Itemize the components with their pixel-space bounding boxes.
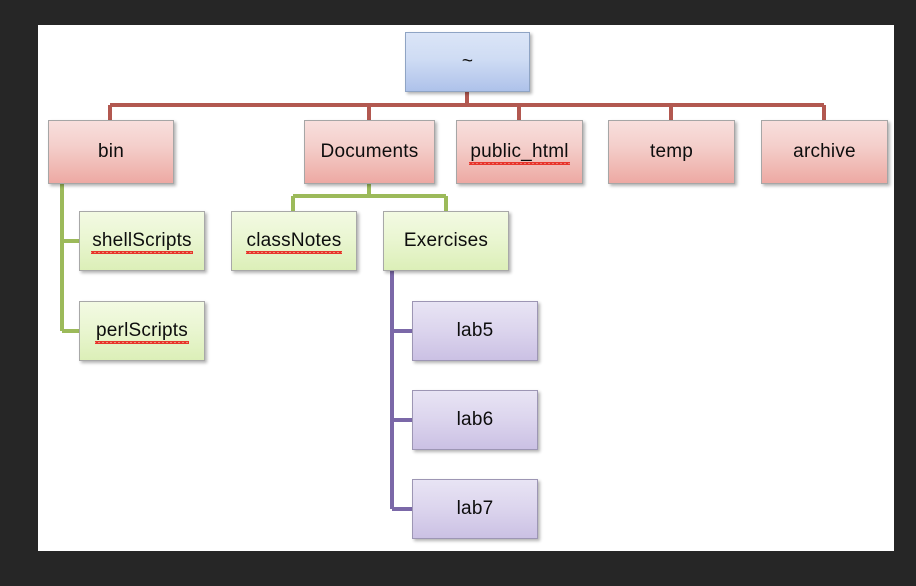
node-lab6-label: lab6 (456, 408, 494, 430)
node-classnotes[interactable]: classNotes (231, 211, 357, 271)
node-exercises-label: Exercises (403, 229, 489, 251)
node-lab5-label: lab5 (456, 319, 494, 341)
node-documents-label: Documents (320, 140, 419, 162)
node-archive-label: archive (793, 140, 856, 162)
diagram-canvas (38, 25, 894, 551)
node-exercises[interactable]: Exercises (383, 211, 509, 271)
node-public-html-label: public_html (469, 140, 570, 166)
node-lab7[interactable]: lab7 (412, 479, 538, 539)
node-classnotes-label: classNotes (245, 229, 343, 255)
node-shellscripts[interactable]: shellScripts (79, 211, 205, 271)
node-bin[interactable]: bin (48, 120, 174, 184)
node-bin-label: bin (98, 140, 124, 162)
node-perlscripts-label: perlScripts (95, 319, 189, 345)
node-home-label: ~ (461, 50, 474, 72)
node-public-html[interactable]: public_html (456, 120, 583, 184)
node-home[interactable]: ~ (405, 32, 530, 92)
node-temp[interactable]: temp (608, 120, 735, 184)
node-archive[interactable]: archive (761, 120, 888, 184)
node-temp-label: temp (649, 140, 694, 162)
node-perlscripts[interactable]: perlScripts (79, 301, 205, 361)
node-lab6[interactable]: lab6 (412, 390, 538, 450)
node-documents[interactable]: Documents (304, 120, 435, 184)
node-lab7-label: lab7 (456, 497, 494, 519)
node-lab5[interactable]: lab5 (412, 301, 538, 361)
node-shellscripts-label: shellScripts (91, 229, 193, 255)
